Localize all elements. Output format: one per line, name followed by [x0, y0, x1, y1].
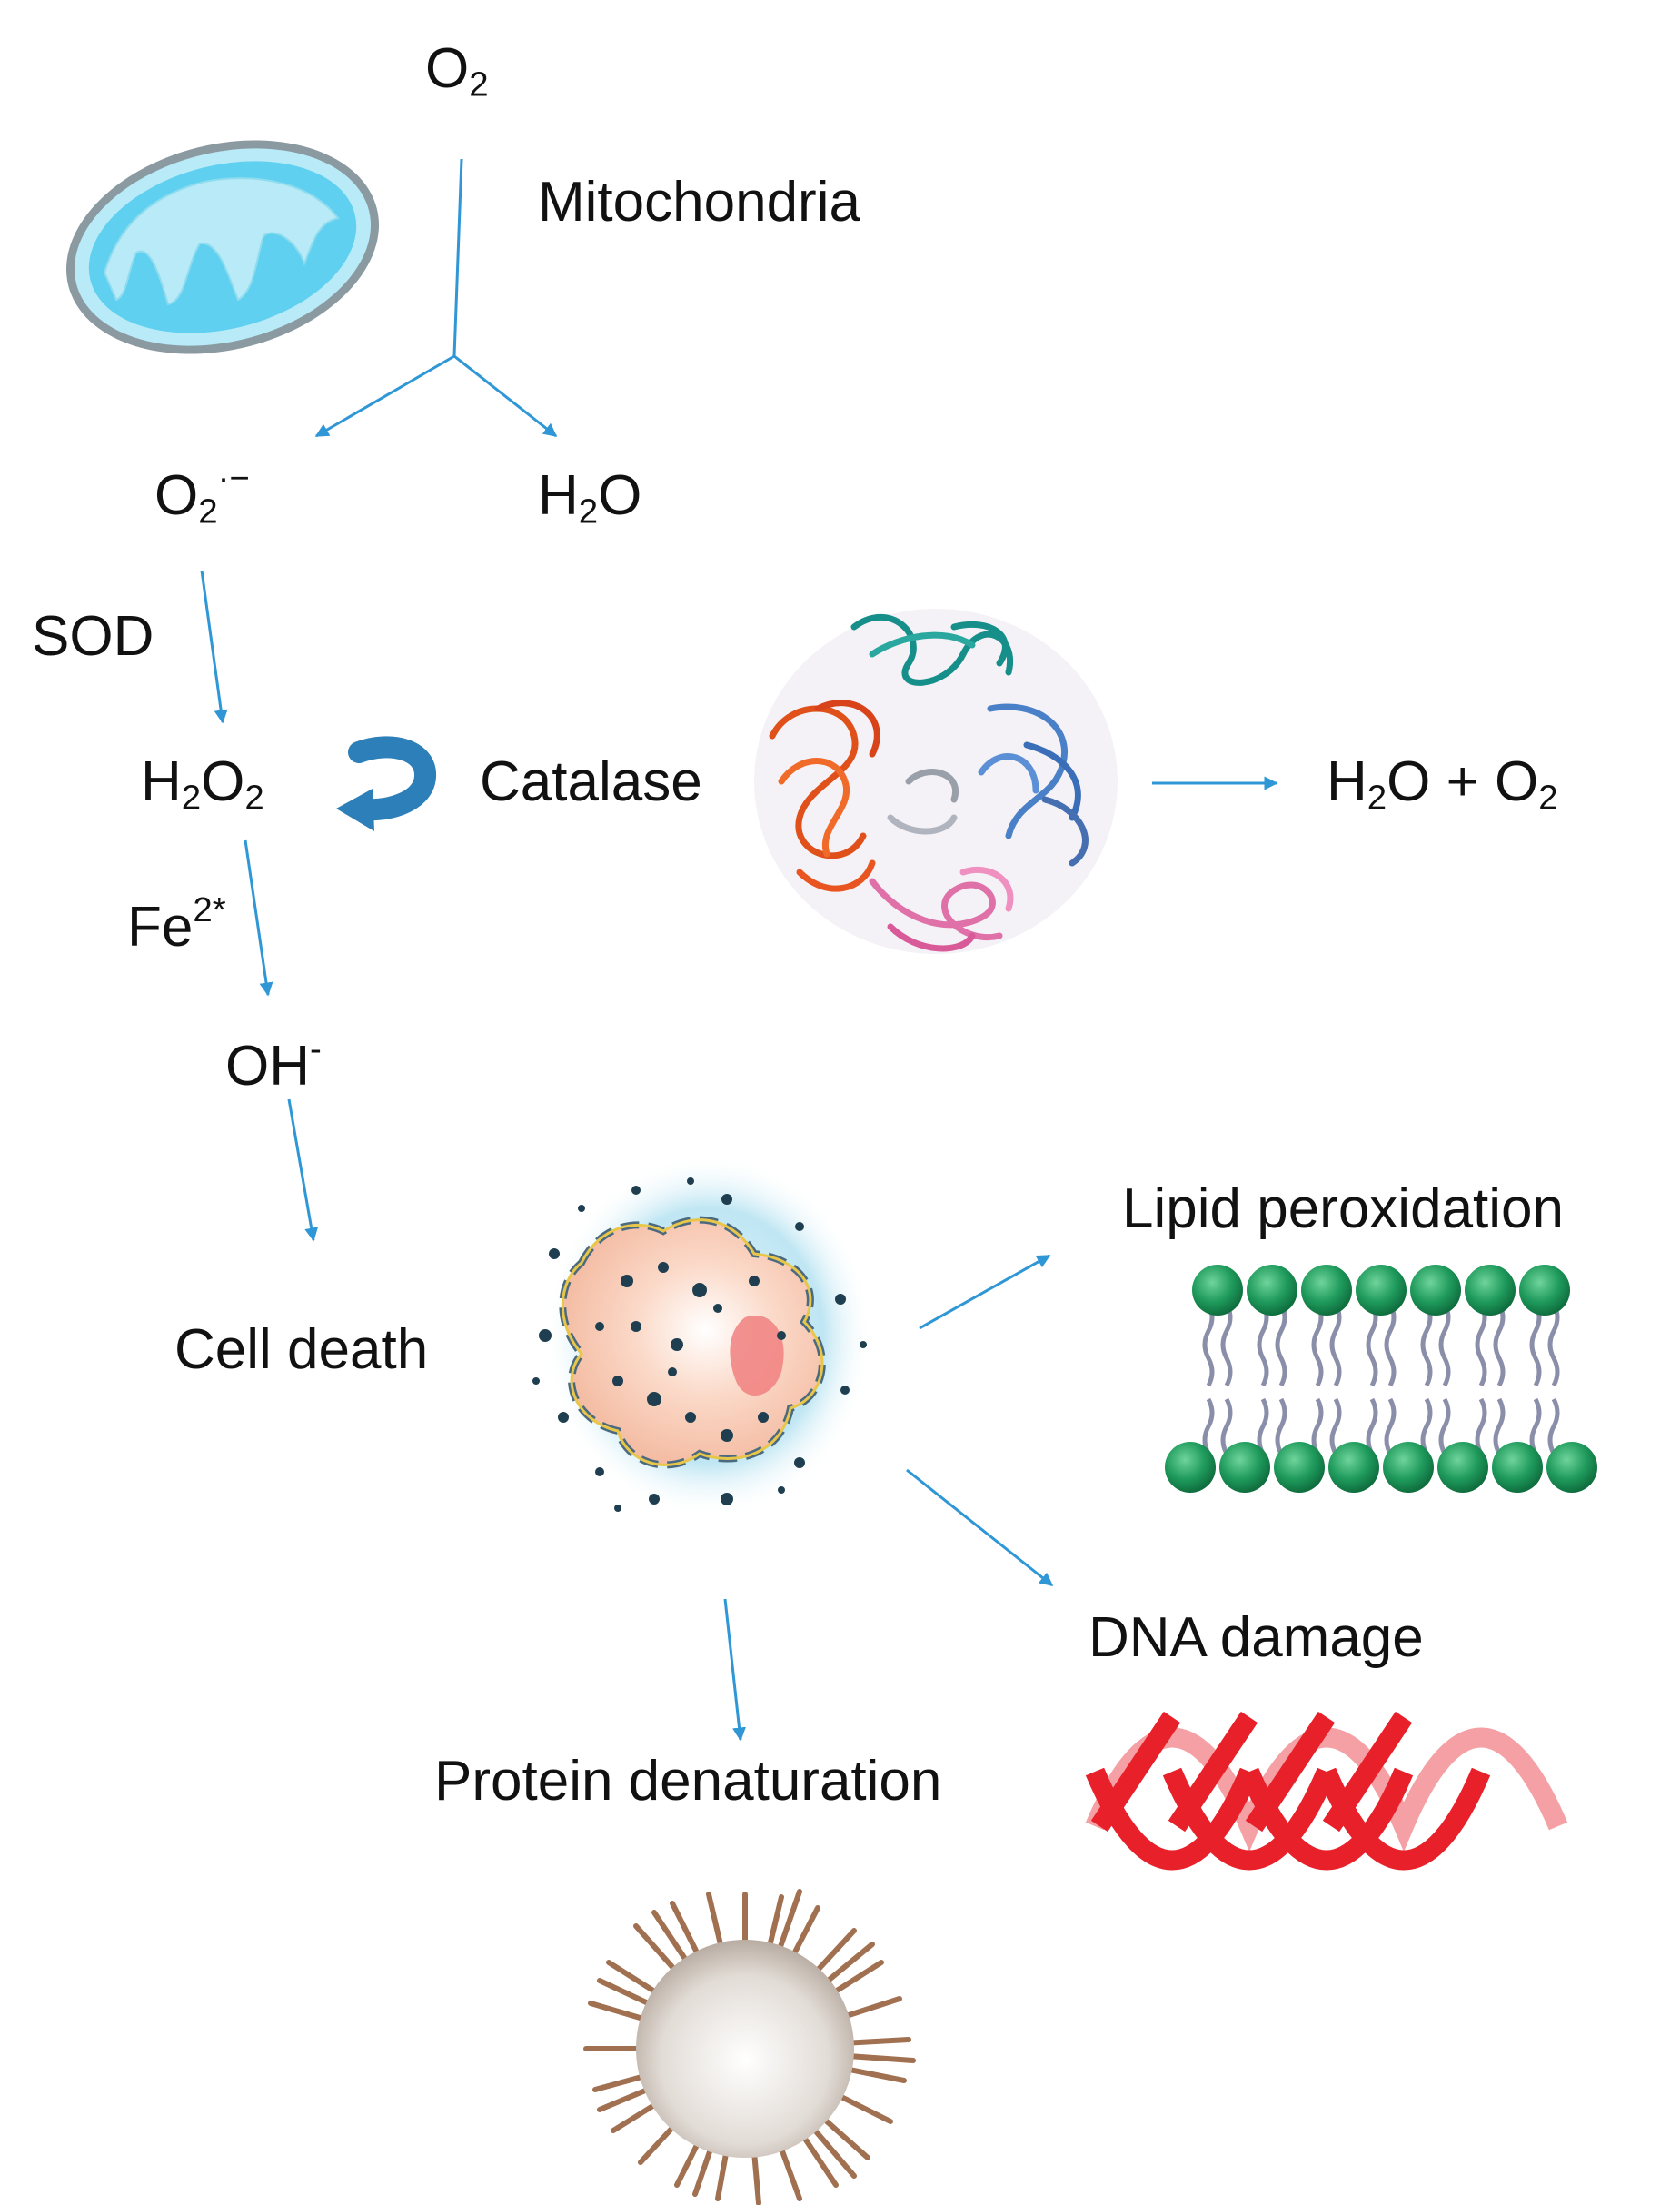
- mitochondria-label: Mitochondria: [538, 171, 860, 233]
- cycle-arrow-icon: [336, 736, 436, 831]
- dna-helix-icon: [1085, 1711, 1568, 1871]
- arrow-to-protein: [723, 1598, 746, 1742]
- arrow-hydroxyl-to-cell-death: [287, 1098, 319, 1242]
- damaged-cell-icon: [532, 1154, 872, 1517]
- o2-label: O2: [425, 37, 489, 104]
- sod-label: SOD: [32, 605, 154, 668]
- catalase-label: Catalase: [480, 750, 702, 813]
- cell-death-label: Cell death: [174, 1318, 429, 1381]
- mitochondrion-icon: [66, 140, 379, 354]
- lipid-peroxidation-label: Lipid peroxidation: [1122, 1177, 1565, 1240]
- arrow-o2-stem: [452, 158, 463, 357]
- protein-denaturation-label: Protein denaturation: [434, 1750, 942, 1813]
- water-label: H2O: [538, 464, 642, 531]
- h2o2-label: H2O2: [141, 750, 264, 818]
- arrow-to-lipid: [919, 1254, 1051, 1330]
- lipid-bilayer-icon: [1165, 1265, 1597, 1493]
- arrow-to-dna: [906, 1468, 1054, 1587]
- pathway-arrows: [200, 158, 1278, 1742]
- catalase-protein-icon: [754, 609, 1118, 954]
- dna-damage-label: DNA damage: [1089, 1606, 1424, 1669]
- iron-label: Fe2*: [127, 890, 226, 958]
- arrow-to-water: [453, 354, 558, 438]
- products-label: H2O + O2: [1327, 750, 1558, 818]
- denatured-protein-icon: [583, 1889, 916, 2205]
- hydroxyl-label: OH-: [225, 1029, 322, 1098]
- superoxide-label: O2·−: [154, 459, 250, 531]
- arrow-to-superoxide: [314, 354, 455, 438]
- arrow-superoxide-to-h2o2: [200, 570, 228, 724]
- arrow-h2o2-to-hydroxyl: [244, 839, 273, 997]
